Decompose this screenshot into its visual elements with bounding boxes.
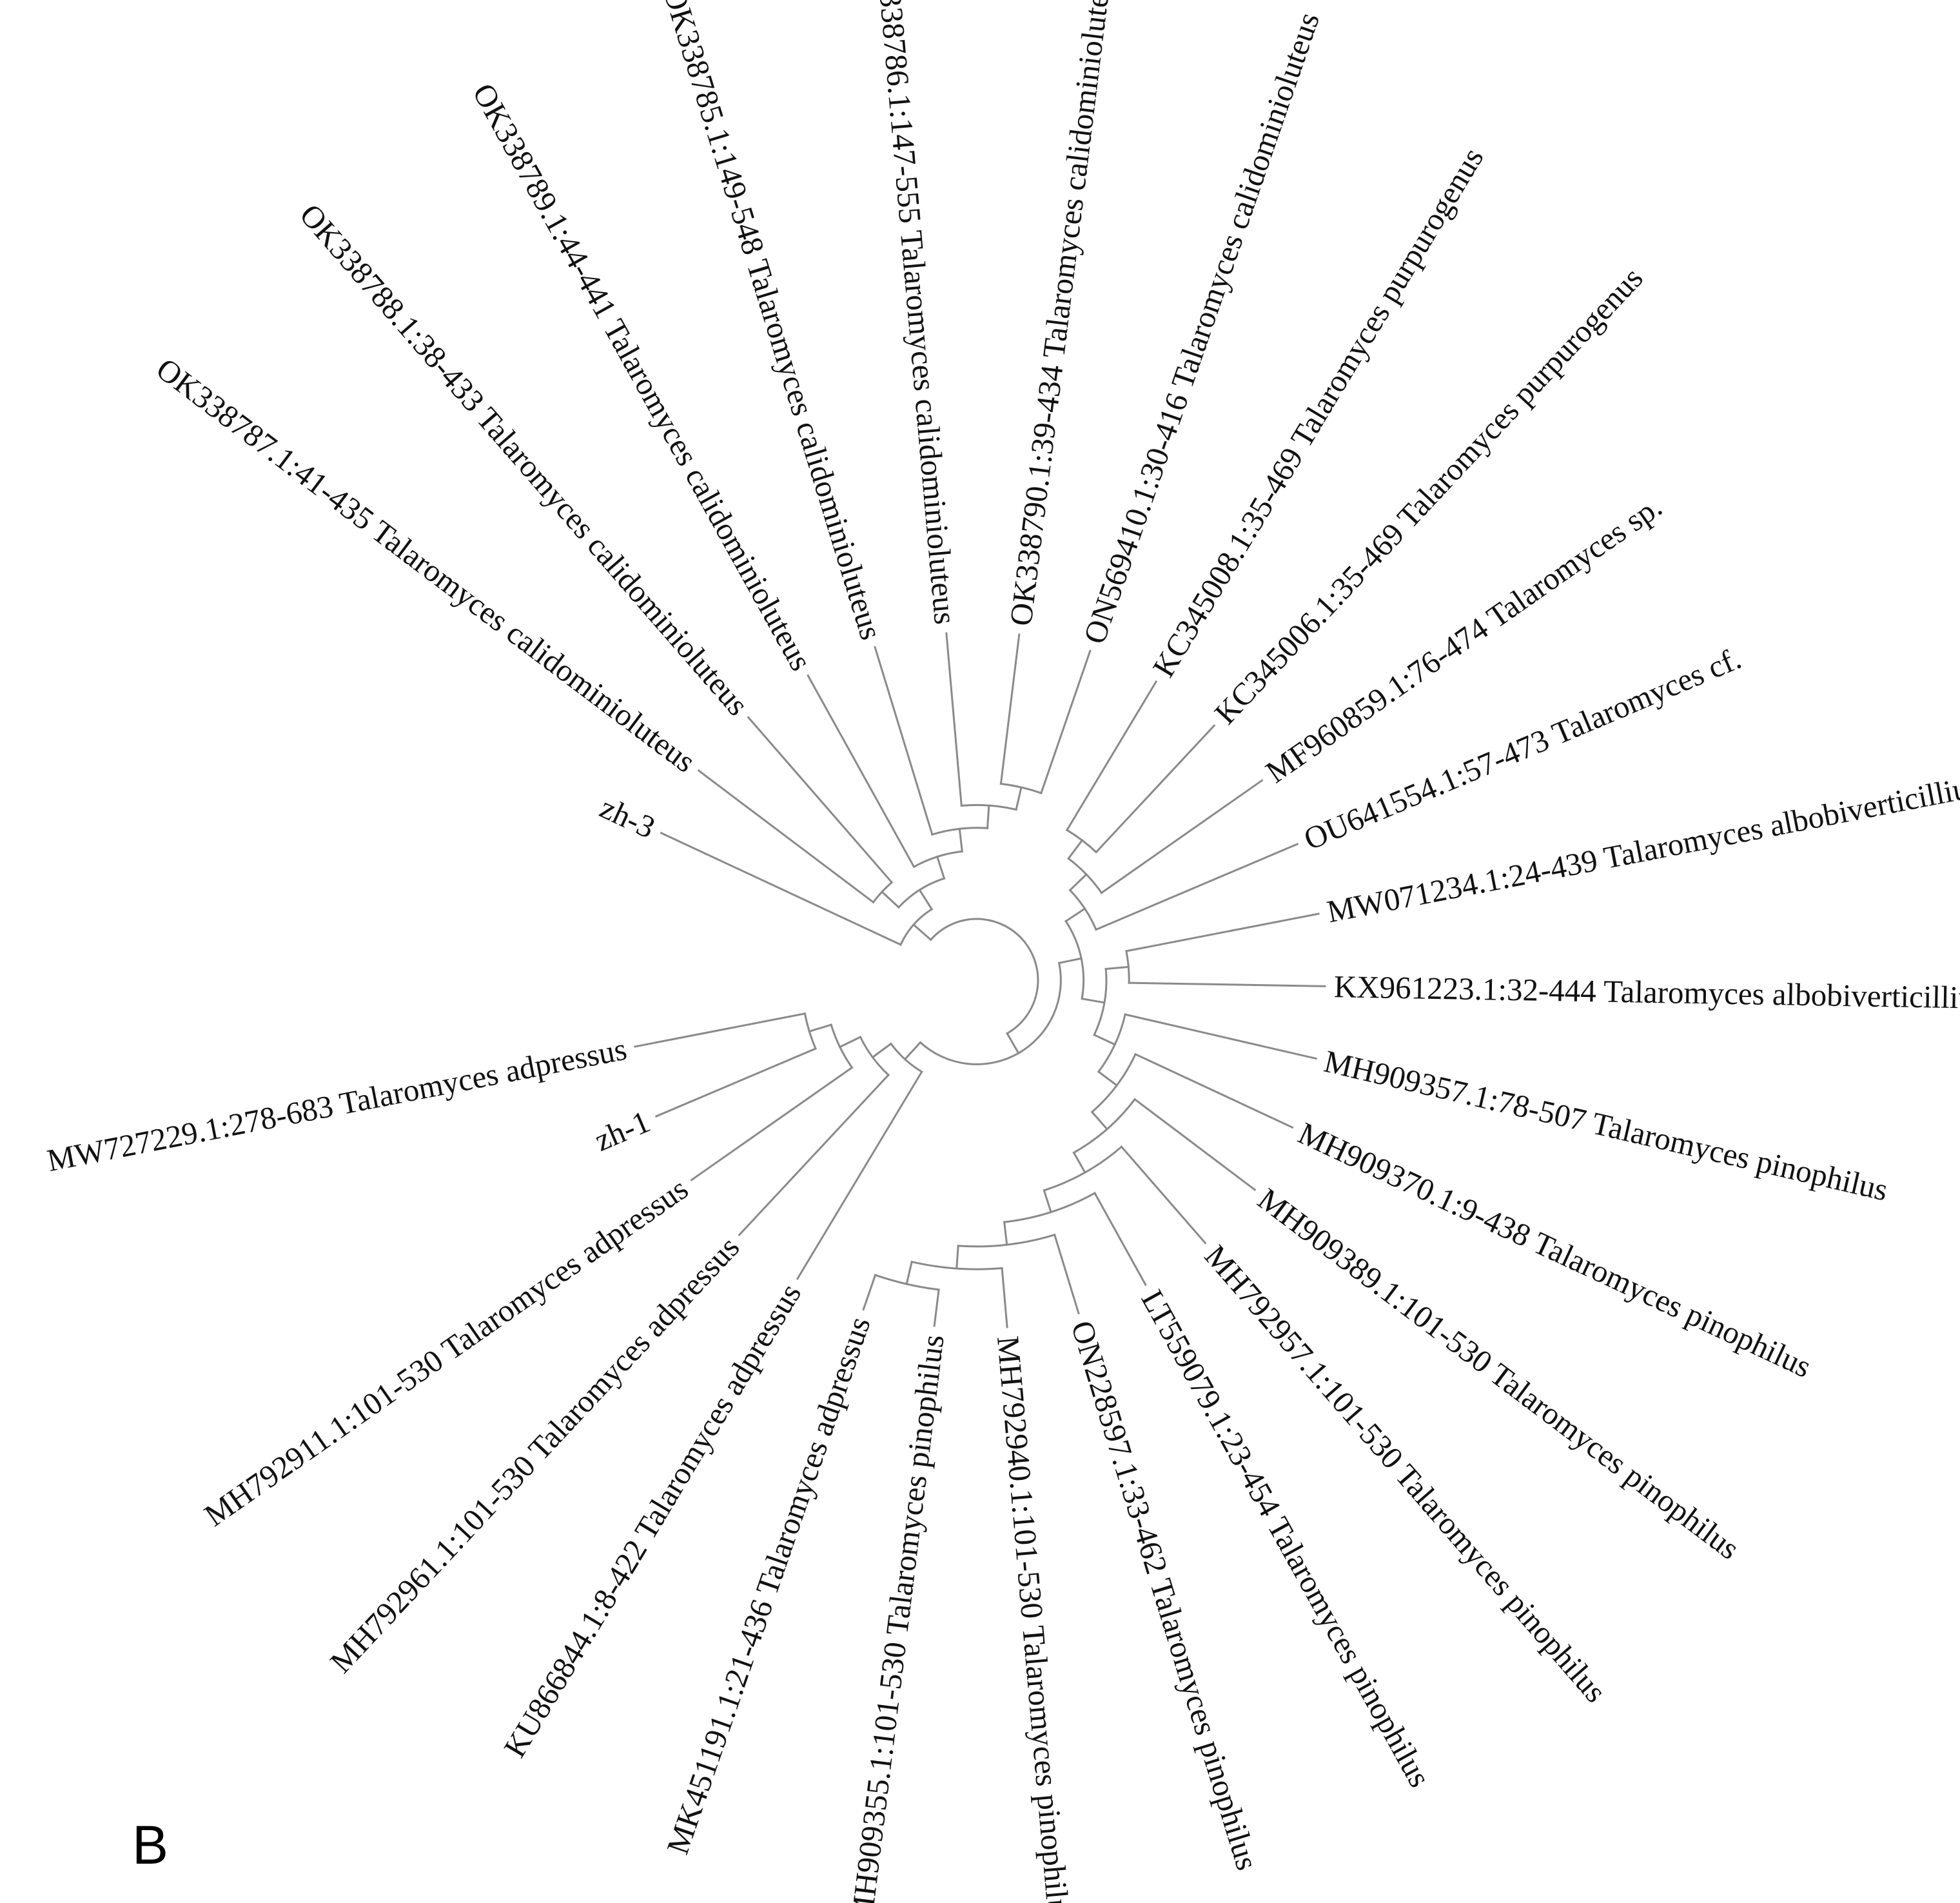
tree-branch-73 [738,1073,890,1237]
tip-label-kx961223-1-32-444-talaromyces-albobiverticillius: KX961223.1:32-444 Talaromyces albobivert… [1333,969,1960,1016]
tree-branch-66 [933,1288,940,1327]
tree-branch-arc-50 [1072,1098,1137,1154]
tree-branch-55 [1043,1189,1052,1214]
tree-branch-39 [1104,965,1130,971]
tree-branch-80 [634,1012,807,1048]
tree-branch-71 [871,1042,892,1059]
tree-branch-arc-0 [929,918,1039,1035]
tree-branch-19 [1015,786,1023,811]
tree-branch-1 [912,923,932,942]
tree-branch-13 [958,827,963,853]
tree-branch-22 [1039,649,1092,794]
tree-branch-arc-75 [830,1023,854,1069]
tree-branch-23 [1006,1032,1020,1055]
tree-branch-54 [1120,1145,1207,1245]
tree-branch-arc-53 [1043,1145,1123,1192]
tree-branch-16 [986,804,990,829]
tree-branch-arc-5 [897,877,946,909]
tree-branch-arc-11 [912,850,963,869]
tree-branch-arc-62 [910,1260,1003,1270]
tree-branch-37 [1081,997,1106,1004]
tree-branch-3 [660,831,902,946]
tree-branch-arc-14 [931,827,989,836]
tree-branch-68 [903,1041,922,1061]
tip-label-zh-3: zh-3 [594,789,660,845]
tree-branch-29 [1068,873,1088,892]
tip-label-on569410-1-30-416-talaromyces-calidominioluteus: ON569410.1:30-416 Talaromyces calidomini… [1076,8,1326,648]
tree-branch-60 [1053,1233,1080,1315]
tree-branch-33 [1065,680,1158,832]
tree-branch-18 [945,632,963,807]
tree-branch-36 [1095,843,1299,931]
tree-branch-arc-2 [899,907,934,946]
tree-branch-arc-69 [889,1042,923,1074]
tree-branch-21 [999,633,1021,785]
tree-branch-arc-28 [1068,889,1097,931]
tree-branch-51 [1133,1098,1257,1192]
tree-branches [634,632,1326,1328]
tree-branch-43 [1093,1033,1117,1046]
tree-branch-58 [1003,1221,1008,1246]
tree-branch-arc-56 [1003,1192,1097,1223]
tree-branch-arc-47 [1090,1052,1137,1114]
tip-label-mh792940-1-101-530-talaromyces-pinophilus: MH792940.1:101-530 Talaromyces pinophilu… [990,1335,1077,1903]
tree-branch-arc-30 [1067,857,1103,894]
tree-branch-67 [862,1274,877,1311]
tip-label-ok338785-1-149-548-talaromyces-calidominioluteus: OK338785.1:149-548 Talaromyces calidomin… [656,0,889,644]
tree-branch-31 [1067,838,1084,860]
tree-branch-arc-65 [874,1274,940,1291]
tree-branch-41 [1125,912,1320,952]
tip-label-mw727229-1-278-683-talaromyces-adpressus: MW727229.1:278-683 Talaromyces adpressus [44,1031,629,1178]
tree-branch-64 [905,1260,914,1285]
tree-branch-70 [796,1070,923,1280]
tree-branch-15 [874,646,934,836]
tree-branch-arc-17 [960,804,1017,811]
tree-branch-arc-38 [1093,967,1108,1036]
tree-branch-77 [808,1023,832,1033]
tree-branch-arc-78 [803,1012,817,1050]
tree-branch-9 [747,716,894,884]
tree-branch-10 [936,855,946,880]
tip-label-mh909355-1-101-530-talaromyces-pinophilus: MH909355.1:101-530 Talaromyces pinophilu… [843,1333,951,1903]
tree-branch-42 [1128,981,1326,987]
tree-branch-45 [1124,1013,1317,1060]
tip-label-mk451191-1-21-436-talaromyces-adpressus: MK451191.1:21-436 Talaromyces adpressus [660,1312,877,1859]
panel-label: B [132,1815,168,1875]
tree-branch-52 [1072,1151,1086,1174]
tip-label-zh-1: zh-1 [589,1103,655,1158]
tree-branch-4 [918,889,934,911]
tree-branch-61 [956,1245,959,1270]
tree-branch-25 [1057,957,1083,965]
tree-branch-74 [838,1036,862,1049]
tree-branch-arc-44 [1097,1013,1126,1074]
tree-branch-12 [807,674,916,869]
tree-branch-49 [1090,1110,1109,1131]
tree-branch-arc-72 [859,1036,890,1077]
tree-branch-27 [1064,907,1086,923]
tree-branch-8 [697,769,875,904]
tree-branch-46 [1097,1070,1119,1087]
tree-branch-76 [690,1066,854,1181]
tree-branch-arc-20 [999,782,1043,794]
tip-label-ok338786-1-147-555-talaromyces-calidominioluteus: OK338786.1:147-555 Talaromyces calidomin… [868,0,963,626]
tree-branch-arc-32 [1065,829,1098,854]
tree-branch-6 [880,890,901,909]
tree-branch-79 [654,1047,817,1118]
tip-label-mf960859-1-76-474-talaromyces-sp: MF960859.1:76-474 Talaromyces sp. [1259,488,1668,789]
tree-branch-35 [1100,779,1264,894]
tip-label-on228597-1-33-462-talaromyces-pinophilus: ON228597.1:33-462 Talaromyces pinophilus [1064,1317,1266,1874]
tree-branch-63 [1001,1267,1008,1328]
tree-branch-57 [1093,1192,1147,1287]
tree-branch-48 [1134,1052,1294,1129]
tip-label-ok338790-1-39-434-talaromyces-calidominioluteus: OK338790.1:39-434 Talaromyces calidomini… [1003,0,1119,627]
tree-branch-arc-24 [919,961,1062,1065]
tree-branch-arc-59 [957,1233,1056,1248]
tree-branch-34 [1095,724,1216,854]
tree-branch-arc-26 [1064,920,1085,1000]
tip-label-ou641554-1-57-473-talaromyces-cf: OU641554.1:57-473 Talaromyces cf. [1298,640,1746,857]
